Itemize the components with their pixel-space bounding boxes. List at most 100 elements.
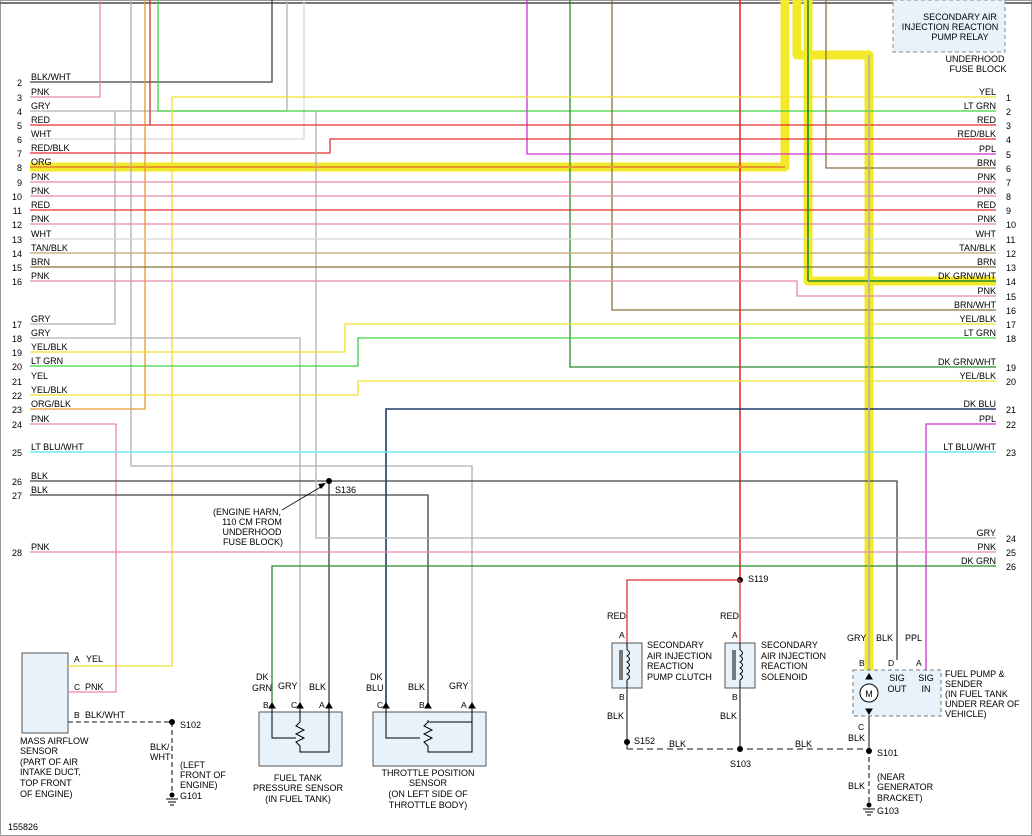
splice-s136-label: S136 (335, 485, 356, 495)
wire-v-pnk (30, 0, 101, 98)
splice-s103-dot (737, 746, 743, 752)
left-wire-number: 13 (12, 235, 22, 245)
solenoid-label-2: AIR INJECTION (761, 651, 826, 661)
tps-pin-c: C (377, 700, 383, 710)
ftps-wire-1b: GRN (252, 683, 272, 693)
wire-v-yel-maf (82, 97, 173, 667)
right-wire-label: LT BLU/WHT (943, 442, 996, 452)
tps-arrows (382, 702, 476, 709)
left-wire-label: TAN/BLK (31, 243, 68, 253)
right-wire-label: BRN/WHT (954, 300, 996, 310)
right-wire-label: PNK (977, 186, 996, 196)
wire-v-org-blk (30, 0, 146, 410)
left-wire-number: 11 (13, 206, 22, 216)
right-wire-label: BRN (977, 257, 996, 267)
tps-wire-1b: BLU (366, 683, 384, 693)
left-wire-label: PNK (31, 542, 50, 552)
left-wire-label: PNK (31, 87, 50, 97)
wire-v-dk-grn-wht-19 (569, 0, 996, 368)
left-wire-label: BRN (31, 257, 50, 267)
splice-s119-label: S119 (748, 574, 768, 584)
left-wire-label: BLK/WHT (31, 72, 72, 82)
left-wire-label: ORG (31, 157, 52, 167)
solenoid-coil (732, 643, 743, 688)
left-wire-number: 25 (12, 448, 22, 458)
maf-label-1: MASS AIRFLOW (20, 736, 89, 746)
maf-label-3: (PART OF AIR (20, 757, 79, 767)
clutch-wire-bot: BLK (607, 711, 624, 721)
clutch-pin-b: B (619, 692, 625, 702)
fuel-pump-label-5: VEHICLE) (945, 709, 987, 719)
left-wire-number: 10 (12, 192, 22, 202)
splice-s152-dot (624, 739, 630, 745)
tps-wire-1a: DK (370, 672, 383, 682)
left-wire-number: 6 (17, 135, 22, 145)
fuel-pump-label-3: (IN FUEL TANK (945, 689, 1008, 699)
left-wire-number: 20 (12, 362, 22, 372)
fuel-pump-sig-in-1: SIG (918, 673, 934, 683)
right-wire-label: PNK (977, 286, 996, 296)
engine-harn-note-3: UNDERHOOD (222, 527, 282, 537)
left-wire-label: BLK (31, 471, 48, 481)
maf-wire-c: PNK (85, 682, 104, 692)
wire-v-dk-grn-ftps (271, 565, 996, 706)
left-wire-number: 23 (12, 405, 22, 415)
wire-v-brn-6 (825, 0, 996, 169)
right-wire-label: DK BLU (963, 399, 996, 409)
wire-yel-blk-19-17 (30, 323, 996, 353)
tps-label-2: SENSOR (409, 778, 448, 788)
right-wire-label: RED/BLK (957, 129, 996, 139)
relay-line-3: PUMP RELAY (931, 32, 988, 42)
right-wire-number: 9 (1006, 206, 1011, 216)
left-wire-number: 16 (12, 277, 22, 287)
left-wire-number: 4 (17, 107, 22, 117)
ftps-pin-a: A (319, 700, 325, 710)
right-wire-label: RED (977, 200, 997, 210)
tps-label-3: (ON LEFT SIDE OF (388, 789, 468, 799)
fuel-pump-ground-note-1: (NEAR (877, 772, 906, 782)
left-wire-label: PNK (31, 186, 50, 196)
tps-pin-a: A (461, 700, 467, 710)
engine-harn-note-2: 110 CM FROM (222, 517, 282, 527)
right-wire-number: 11 (1006, 235, 1015, 245)
wire-v-blk-tps (30, 494, 429, 706)
ground-g101-dot (169, 792, 175, 798)
ftps-pin-c: C (291, 700, 297, 710)
ftps-wire-1a: DK (256, 672, 269, 682)
right-wire-label: PPL (979, 414, 996, 424)
right-wire-label: LT GRN (964, 101, 996, 111)
right-wire-number: 8 (1006, 192, 1011, 202)
solenoid-wire-bot: BLK (720, 711, 737, 721)
right-wire-number: 25 (1006, 548, 1016, 558)
fuel-pump-sig-out-2: OUT (888, 684, 908, 694)
wire-v-gry-ftps (30, 337, 301, 706)
right-wire-number: 16 (1006, 306, 1016, 316)
right-wire-label: DK GRN/WHT (938, 271, 996, 281)
engine-harn-note-1: (ENGINE HARN, (213, 507, 281, 517)
maf-label-2: SENSOR (20, 746, 59, 756)
left-wire-label: BLK (31, 485, 48, 495)
right-wire-label: YEL/BLK (959, 314, 996, 324)
fuel-pump-ground-note-3: BRACKET) (877, 793, 923, 803)
tps-label-4: THROTTLE BODY) (389, 800, 468, 810)
maf-pin-b: B (74, 710, 80, 720)
maf-wire-b: BLK/WHT (85, 710, 126, 720)
wire-pnk-16-15 (30, 280, 996, 297)
fuel-pump-pin-b: B (859, 658, 865, 668)
right-wire-label: BRN (977, 158, 996, 168)
fuel-pump-wire-1: GRY (847, 633, 866, 643)
left-wire-label: LT GRN (31, 356, 63, 366)
splice-s102-label: S102 (180, 720, 201, 730)
splice-s152-label: S152 (634, 736, 655, 746)
fuel-pump-motor-icon (859, 683, 879, 703)
left-wire-label: GRY (31, 328, 50, 338)
maf-ground-wire-label-2: WHT (150, 752, 171, 762)
ftps-internal (271, 706, 330, 753)
left-wire-number: 7 (17, 149, 22, 159)
right-wire-number: 22 (1006, 420, 1016, 430)
ground-g101-label: G101 (180, 791, 202, 801)
left-wire-label: RED (31, 200, 51, 210)
left-wire-label: ORG/BLK (31, 399, 71, 409)
maf-ground-wire-label-1: BLK/ (150, 742, 170, 752)
